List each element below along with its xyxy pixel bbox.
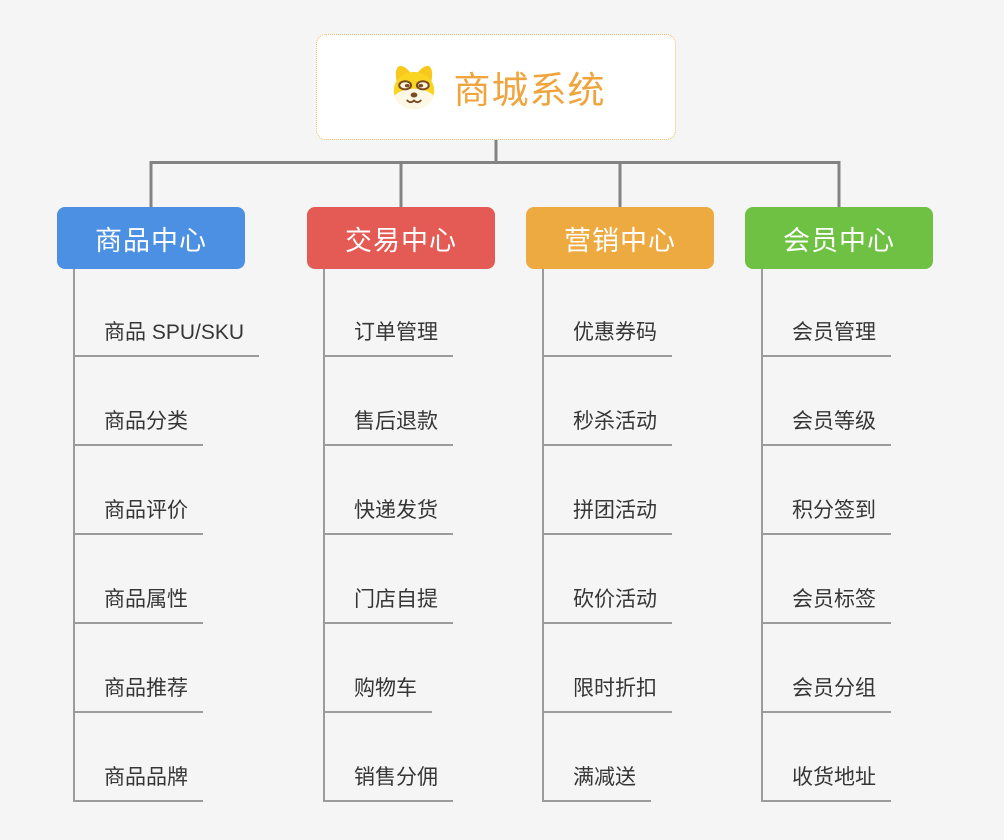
- leaf-node[interactable]: 商品分类: [73, 409, 203, 446]
- branch-trunk-line: [73, 269, 75, 802]
- leaf-node[interactable]: 优惠券码: [542, 320, 672, 357]
- leaf-node[interactable]: 商品评价: [73, 498, 203, 535]
- leaf-node[interactable]: 收货地址: [761, 765, 891, 802]
- branch-header-member-center[interactable]: 会员中心: [745, 207, 933, 269]
- leaf-node[interactable]: 商品品牌: [73, 765, 203, 802]
- leaf-node[interactable]: 会员等级: [761, 409, 891, 446]
- root-node[interactable]: 商城系统: [316, 34, 676, 140]
- leaf-node[interactable]: 秒杀活动: [542, 409, 672, 446]
- leaf-node[interactable]: 商品 SPU/SKU: [73, 320, 260, 357]
- leaf-node[interactable]: 会员标签: [761, 587, 891, 624]
- leaf-node[interactable]: 商品属性: [73, 587, 203, 624]
- branch-header-marketing-center[interactable]: 营销中心: [526, 207, 714, 269]
- branch-header-product-center[interactable]: 商品中心: [57, 207, 245, 269]
- leaf-node[interactable]: 订单管理: [323, 320, 453, 357]
- leaf-node[interactable]: 门店自提: [323, 587, 453, 624]
- leaf-node[interactable]: 满减送: [542, 765, 651, 802]
- branch-marketing-center: 营销中心 优惠券码 秒杀活动 拼团活动 砍价活动 限时折扣 满减送: [526, 207, 714, 807]
- leaf-node[interactable]: 限时折扣: [542, 676, 672, 713]
- root-title: 商城系统: [453, 70, 606, 111]
- branch-header-trade-center[interactable]: 交易中心: [307, 207, 495, 269]
- leaf-node[interactable]: 砍价活动: [542, 587, 672, 624]
- leaf-node[interactable]: 购物车: [323, 676, 432, 713]
- branch-trunk-line: [761, 269, 763, 802]
- branch-label: 营销中心: [564, 225, 676, 256]
- leaf-node[interactable]: 会员管理: [761, 320, 891, 357]
- branch-trade-center: 交易中心 订单管理 售后退款 快递发货 门店自提 购物车 销售分佣: [307, 207, 495, 807]
- leaf-node[interactable]: 商品推荐: [73, 676, 203, 713]
- leaf-node[interactable]: 会员分组: [761, 676, 891, 713]
- leaf-node[interactable]: 销售分佣: [323, 765, 453, 802]
- leaf-node[interactable]: 拼团活动: [542, 498, 672, 535]
- branch-label: 交易中心: [345, 225, 457, 256]
- branch-member-center: 会员中心 会员管理 会员等级 积分签到 会员标签 会员分组 收货地址: [745, 207, 933, 807]
- branch-label: 商品中心: [95, 225, 207, 256]
- branch-product-center: 商品中心 商品 SPU/SKU 商品分类 商品评价 商品属性 商品推荐 商品品牌: [57, 207, 260, 807]
- leaf-node[interactable]: 积分签到: [761, 498, 891, 535]
- branch-trunk-line: [542, 269, 544, 802]
- leaf-node[interactable]: 售后退款: [323, 409, 453, 446]
- branch-label: 会员中心: [783, 225, 895, 256]
- branch-trunk-line: [323, 269, 325, 802]
- shiba-dog-face-icon: [393, 65, 434, 109]
- leaf-node[interactable]: 快递发货: [323, 498, 453, 535]
